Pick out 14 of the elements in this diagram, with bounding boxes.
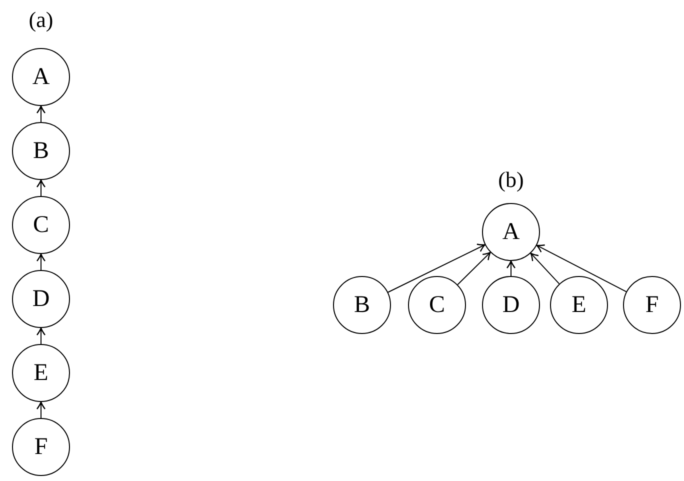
node-label: E (34, 361, 48, 385)
node-label: A (502, 220, 520, 244)
node-label: B (354, 293, 370, 317)
node-label: F (34, 435, 48, 459)
node-label: C (428, 293, 445, 317)
node-label: A (32, 65, 50, 89)
panel-label: (b) (498, 169, 524, 191)
node-label: B (32, 139, 49, 163)
node-label: C (32, 213, 49, 237)
node-label: F (645, 293, 659, 317)
node-label: E (572, 293, 586, 317)
panel-label: (a) (28, 9, 54, 31)
node-label: D (502, 293, 520, 317)
node-label: D (32, 287, 50, 311)
